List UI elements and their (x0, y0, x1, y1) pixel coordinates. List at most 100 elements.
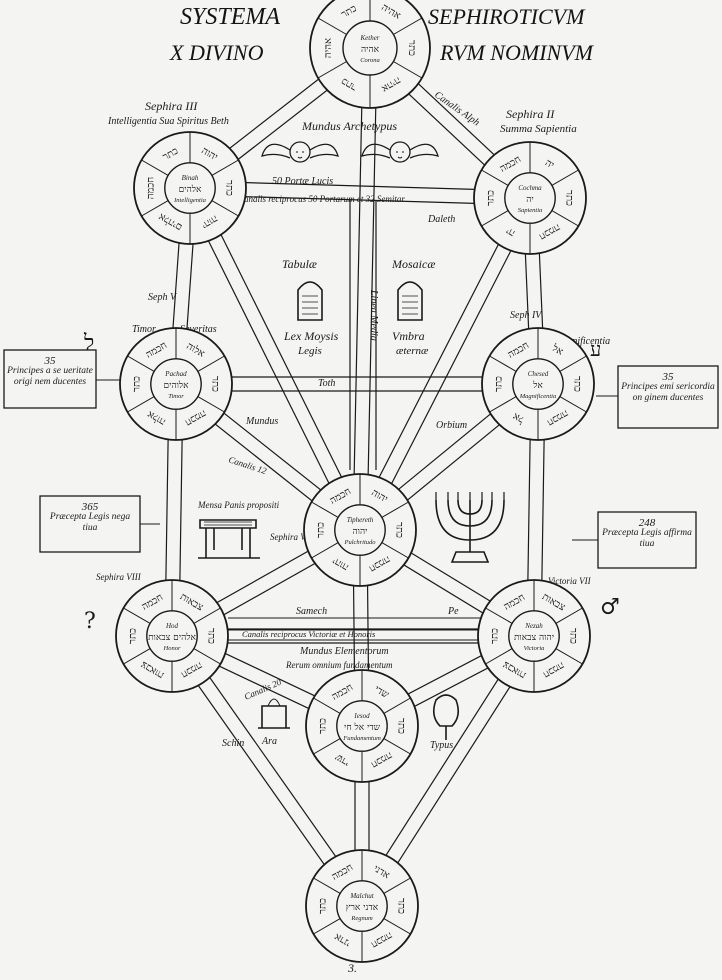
box-left-upper: 35 Principes a se ueritate origi nem duc… (3, 349, 120, 409)
mensa-label: Mensa Panis propositi (197, 500, 280, 510)
sephira-hebrew-name: שדי אל חי (344, 722, 381, 733)
box-left-upper-number: 35 (44, 355, 57, 367)
sephira-ring-word: כתר (316, 522, 327, 538)
box-left-lower-text: Præcepta Legis nega tiua (49, 512, 131, 533)
sephira-vi-label: Sephira VI (270, 532, 310, 542)
cherub-right-icon (361, 141, 439, 163)
box-right-upper-text: Principes emi sericordia on ginem ducent… (621, 382, 715, 403)
sephira-spoke (383, 877, 411, 894)
sephira-hebrew-name: יהוה (352, 527, 367, 537)
canalis-reciprocus-top: Canalis reciprocus 50 Portarum et 32 Sem… (238, 194, 405, 204)
sephira-hebrew-name: אלוהים (163, 380, 189, 391)
typus-label: Typus (430, 740, 453, 751)
sephira-ring-word: אהיה (323, 38, 334, 58)
menorah-icon (435, 492, 505, 563)
sephira-spoke (317, 17, 347, 35)
sephira-spoke (193, 648, 221, 665)
sephira-spoke (311, 542, 339, 559)
ara-label: Ara (261, 736, 277, 747)
sephira-spoke (313, 877, 341, 894)
linea-media-label: Linea Media (368, 289, 379, 341)
daleth-label: Daleth (427, 214, 455, 225)
umbra-label: Vmbra (392, 329, 425, 343)
portae-lucis-label: 50 Portæ Lucis (272, 176, 333, 187)
box-right-lower-number: 248 (639, 517, 656, 529)
sephira-spoke (311, 501, 339, 518)
sephira-spoke (481, 210, 509, 227)
bottom-mark: 3. (347, 961, 357, 975)
sephira-hebrew-name: אל (532, 380, 543, 391)
sephira-spoke (197, 355, 225, 372)
legis-label: Legis (297, 345, 322, 357)
timor-label: Timor (132, 324, 156, 335)
sephira-ring-word: כתר (209, 376, 220, 392)
channel-binah-tiphereth (195, 184, 367, 528)
sephira-latin-sub: Corona (360, 57, 380, 64)
sephira-latin-sub: Intelligentia (173, 197, 206, 204)
sephira-latin-sub: Honor (163, 645, 181, 652)
sephira-spoke (551, 210, 579, 227)
sephira-ring-word: כתר (395, 718, 406, 734)
channel-chochma-tiphereth (365, 200, 537, 534)
sephira-spoke (141, 159, 169, 176)
severitas-label: Severitas (180, 324, 217, 335)
margin-symbol-right-upper: ע (590, 337, 601, 361)
lex-moysis-label: Lex Moysis (283, 329, 339, 343)
sephira-spoke (197, 396, 225, 413)
sephira-ring-word: כתר (205, 628, 216, 644)
aeternae-label: æternæ (396, 345, 429, 357)
cherub-left-icon (261, 141, 339, 163)
sephira-ring-word: כתר (571, 376, 582, 392)
box-right-lower-text: Præcepta Legis affirma tiua (602, 528, 692, 549)
sephira-ring-word: כתר (494, 376, 505, 392)
sephira-spoke (555, 648, 583, 665)
ara-altar-icon: Ara (258, 698, 290, 747)
sephira-spoke (211, 200, 239, 217)
sephira-ring-word: כתר (393, 522, 404, 538)
margin-symbol-left-lower: ? (84, 609, 96, 634)
sephira-spoke (381, 542, 409, 559)
sephira-latin-sub: Regnum (350, 915, 373, 922)
sephira-ring-word: כתר (563, 190, 574, 206)
box-left-lower: 365 Præcepta Legis nega tiua (39, 495, 160, 553)
margin-symbol-right-lower: ♂ (600, 595, 620, 620)
tabulae-label: Tabulæ (282, 257, 317, 271)
mundus-archetypus-label: Mundus Archetypus (301, 119, 397, 133)
sephira-spoke (141, 200, 169, 217)
sephira-spoke (551, 169, 579, 186)
sephira-spoke (555, 607, 583, 624)
sephira-ring-word: אל (511, 410, 527, 426)
rerum-omnium-label: Rerum omnium fundamentum (285, 660, 393, 670)
box-right-upper: 35 Principes emi sericordia on ginem duc… (596, 365, 719, 429)
sephira-hebrew-name: אהיה (361, 45, 380, 55)
sephira-latin-sub: Victoria (524, 645, 545, 652)
title-right-1: SEPHIROTICVM (428, 4, 586, 29)
sephira-spoke (489, 355, 517, 372)
channel-binah-chochma (189, 194, 530, 206)
tablet-left-icon (297, 281, 323, 321)
sephira-latin-name: Kether (359, 34, 379, 42)
sephira-ring-word: כתר (490, 628, 501, 644)
seph-iv-label: Seph IV (510, 310, 543, 321)
channel-kether-tiphereth (366, 48, 378, 531)
typus-figure-icon: Typus (430, 694, 460, 751)
central-column (349, 200, 377, 470)
mundus-label: Mundus (245, 416, 278, 427)
sephira-spoke (559, 396, 587, 413)
sephira-latin-sub: Fundamentum (342, 735, 381, 742)
sephira-latin-name: Nezah (524, 622, 543, 630)
title-left-2: X DIVINO (169, 40, 264, 65)
channel-kether-tiphereth (352, 47, 364, 530)
sephira-spoke (489, 396, 517, 413)
sephira-spoke (559, 355, 587, 372)
mundus-elementorum-label: Mundus Elementorum (299, 646, 389, 657)
sephira-ring-word: כתר (406, 40, 417, 56)
